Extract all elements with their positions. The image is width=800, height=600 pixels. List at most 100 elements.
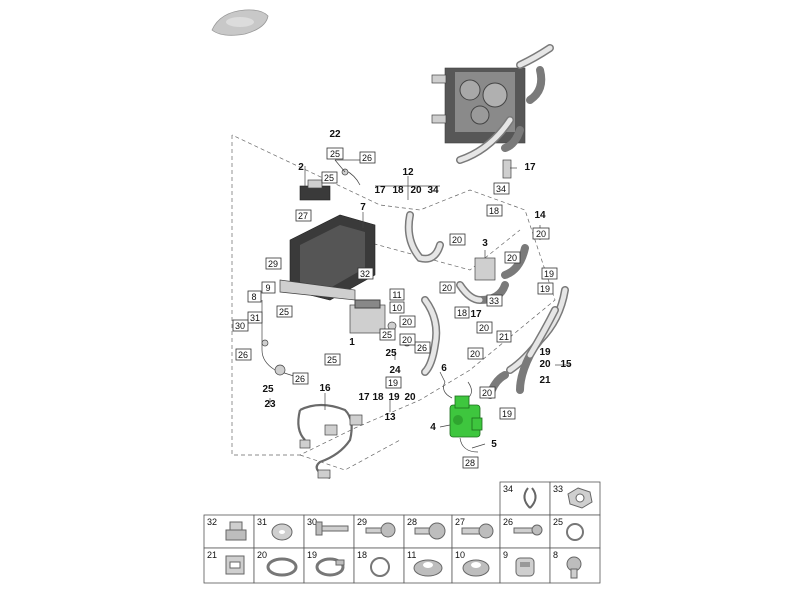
box-19d: 19 [385,376,402,389]
hex-bolt-icon [461,523,494,539]
box-19a: 19 [541,267,558,280]
parts-table: 34 33 32 31 30 29 28 27 26 25 21 20 19 1… [203,481,601,584]
box-26b: 26 [235,348,252,361]
plain-labels: 22 2 12 17 18 20 34 17 7 14 3 17 1 25 24… [262,129,572,450]
box-20k: 20 [479,386,496,399]
box-20i: 20 [399,333,416,346]
box-28: 28 [462,456,479,469]
table-cell-26: 26 [503,517,513,527]
nut-icon [567,487,593,509]
svg-text:19: 19 [502,409,512,419]
screw-icon [365,522,396,538]
box-10: 10 [389,301,405,314]
engine-assembly-illustration [431,44,554,164]
spring-clamp-icon [315,557,345,577]
box-18c: 18 [454,306,470,319]
svg-text:29: 29 [268,259,278,269]
seal-ring-icon [370,557,390,577]
table-cell-10: 10 [455,550,465,560]
coolant-hoses-illustration [404,159,569,399]
svg-text:20: 20 [442,283,452,293]
table-cell-33: 33 [553,484,563,494]
box-26c: 26 [292,372,309,385]
standoff-nut-icon [225,521,247,541]
svg-text:33: 33 [489,296,499,306]
box-11: 11 [389,288,405,301]
table-cell-32: 32 [207,517,217,527]
label-13: 13 [384,412,396,423]
label-19c: 19 [539,347,551,358]
svg-text:28: 28 [465,458,475,468]
label-5: 5 [491,439,497,450]
svg-text:31: 31 [250,313,260,323]
svg-text:20: 20 [452,235,462,245]
svg-text:20: 20 [479,323,489,333]
box-20b: 20 [532,227,550,240]
label-7: 7 [360,202,366,213]
label-17b: 17 [524,162,536,173]
box-19f: 19 [499,407,516,420]
svg-text:20: 20 [482,388,492,398]
table-cell-19: 19 [307,550,317,560]
coolant-pipes-left-illustration [261,300,301,379]
table-cell-31: 31 [257,517,267,527]
svg-text:20: 20 [402,335,412,345]
svg-text:9: 9 [265,283,270,293]
flange-bolt-icon [414,522,446,540]
box-20f: 20 [399,315,416,328]
svg-text:20: 20 [507,253,517,263]
grommet-icon [413,559,443,577]
label-12: 12 [402,167,414,178]
box-20c: 20 [449,233,466,246]
leader-lines [269,159,570,449]
label-2: 2 [298,162,304,173]
svg-text:8: 8 [251,292,256,302]
pin-bolt-icon [513,524,543,536]
svg-text:21: 21 [499,332,509,342]
label-17c: 17 [470,309,482,320]
box-25f: 25 [324,353,341,366]
label-17: 17 [374,185,386,196]
label-1: 1 [349,337,355,348]
box-29: 29 [265,257,282,270]
label-20l: 20 [404,392,416,403]
table-cell-34: 34 [503,484,513,494]
table-cell-20: 20 [257,550,267,560]
box-20d: 20 [504,251,521,264]
label-4: 4 [430,422,436,433]
box-25a: 25 [326,147,344,160]
box-21: 21 [496,330,512,343]
car-thumbnail-icon[interactable] [211,9,269,36]
svg-text:25: 25 [327,355,337,365]
rubber-mount-icon [462,559,490,577]
table-cell-21: 21 [207,550,217,560]
svg-text:26: 26 [362,153,372,163]
svg-text:20: 20 [536,229,546,239]
bracket-7-illustration [279,214,376,301]
svg-text:10: 10 [392,303,402,313]
assembly-boundary [231,134,556,456]
box-25b: 25 [321,171,338,184]
box-30: 30 [232,319,249,332]
svg-text:18: 18 [457,308,467,318]
svg-text:26: 26 [238,350,248,360]
box-20e: 20 [439,281,456,294]
svg-text:25: 25 [330,149,340,159]
svg-text:25: 25 [279,307,289,317]
box-31: 31 [247,311,263,324]
label-34: 34 [427,185,439,196]
label-22: 22 [329,129,341,140]
label-18: 18 [392,185,404,196]
label-6: 6 [441,363,447,374]
sleeve-nut-icon [225,555,245,575]
box-25e: 25 [379,328,396,341]
table-cell-30: 30 [307,517,317,527]
svg-text:30: 30 [235,321,245,331]
bolt-icon [315,521,349,536]
svg-text:19: 19 [544,269,554,279]
svg-text:19: 19 [540,284,550,294]
valve-4-illustration[interactable] [443,381,483,453]
box-19b: 19 [537,282,554,295]
table-cell-29: 29 [357,517,367,527]
